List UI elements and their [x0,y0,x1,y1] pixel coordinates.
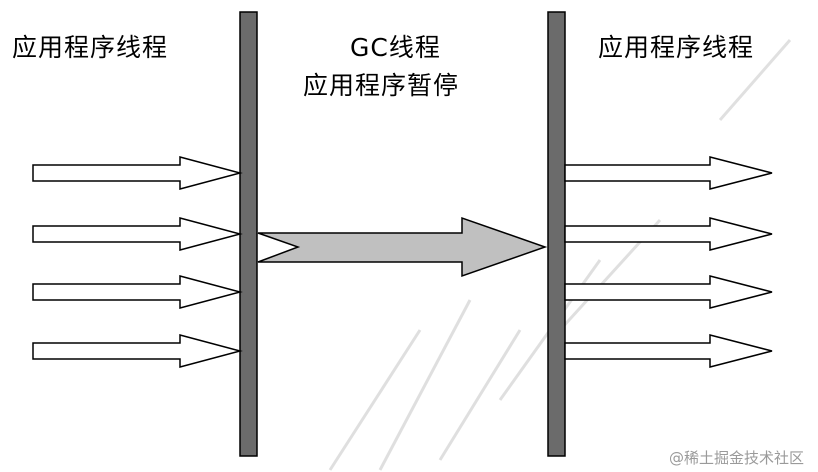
site-watermark: @稀土掘金技术社区 [668,449,804,467]
incoming-thread-arrow [32,217,243,251]
background-watermark [328,39,792,471]
gc-thread-arrow [257,216,548,278]
outgoing-thread-arrow [564,334,773,368]
incoming-thread-arrow [32,334,243,368]
gc-thread-label: GC线程 [350,33,441,62]
outgoing-thread-arrows [564,156,773,368]
outgoing-thread-arrow [564,217,773,251]
outgoing-thread-arrow [564,156,773,190]
outgoing-thread-arrow [564,275,773,309]
right-pause-bar [547,11,566,457]
incoming-thread-arrow [32,275,243,309]
left-thread-label: 应用程序线程 [12,33,169,62]
application-paused-label: 应用程序暂停 [303,71,460,100]
incoming-thread-arrows [32,156,243,368]
incoming-thread-arrow [32,156,243,190]
right-thread-label: 应用程序线程 [598,33,755,62]
